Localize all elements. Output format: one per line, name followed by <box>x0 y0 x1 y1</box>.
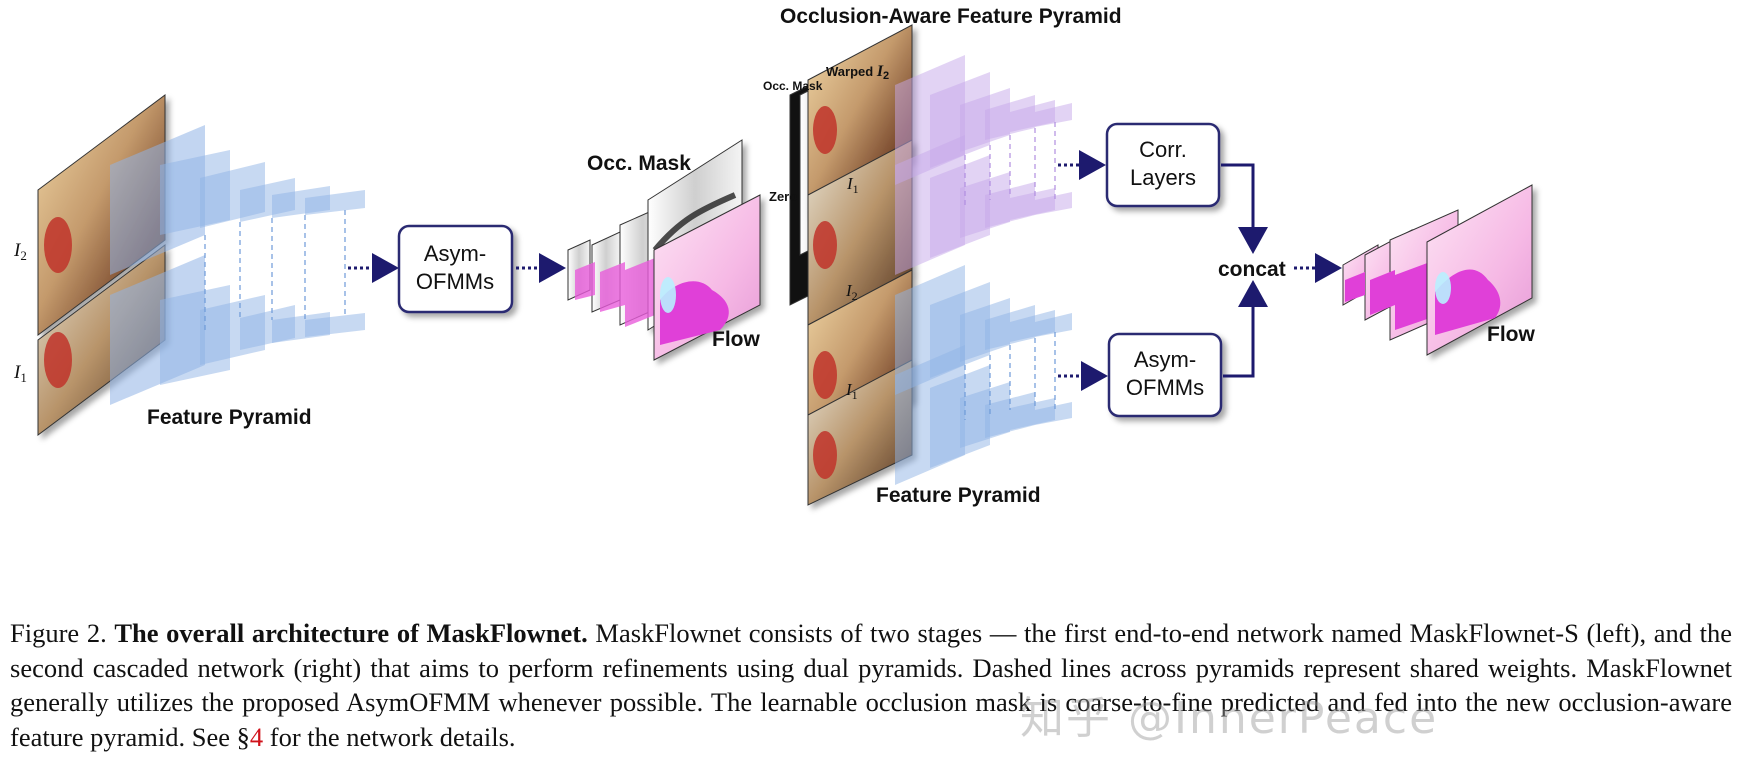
caption-prefix: Figure 2. <box>10 618 115 648</box>
right-purple-pyramid <box>895 55 1072 275</box>
right-i2-label: I2 <box>845 281 858 303</box>
left-asym-line2: OFMMs <box>416 269 494 294</box>
figure-caption: Figure 2. The overall architecture of Ma… <box>10 616 1732 754</box>
corr-line2: Layers <box>1130 165 1196 190</box>
frame-label-i2: I2 <box>13 240 27 263</box>
figure-canvas: I2 I1 Feature Pyramid Asym- OFMMs <box>13 5 1535 507</box>
left-asym-ofmms-box: Asym- OFMMs <box>397 224 514 314</box>
caption-body: MaskFlownet consists of two stages — the… <box>10 618 1732 752</box>
right-warped-label: Warped I2 <box>826 63 889 82</box>
caption-suffix: for the network details. <box>263 721 516 752</box>
right-occlusion-aware-inputs <box>789 24 913 326</box>
corr-layers-box: Corr. Layers <box>1105 122 1221 208</box>
frame-label-i1: I1 <box>13 362 27 385</box>
left-asym-line1: Asym- <box>424 241 486 266</box>
caption-title: The overall architecture of MaskFlownet. <box>114 618 588 648</box>
right-i1-label: I1 <box>846 174 859 196</box>
right-blue-shared-lines <box>964 332 1056 420</box>
right-asym-line2: OFMMs <box>1126 375 1204 400</box>
right-flow-label: Flow <box>1487 323 1535 346</box>
left-feature-pyramid <box>110 125 365 405</box>
concat-connectors <box>1221 163 1268 378</box>
corr-line1: Corr. <box>1139 137 1187 162</box>
left-flow-label: Flow <box>712 328 760 351</box>
right-blue-pyramid <box>895 265 1072 485</box>
right-zero-label: Zero <box>769 189 797 204</box>
right-pyramid-label: Feature Pyramid <box>876 484 1041 507</box>
zhihu-watermark: 知乎 @InnerPeace <box>1020 693 1439 744</box>
caption-section-ref[interactable]: 4 <box>249 721 264 752</box>
right-i1b-label: I1 <box>845 380 858 402</box>
left-pyramid-label: Feature Pyramid <box>147 406 312 429</box>
left-occ-mask-flow-stack <box>567 139 761 361</box>
right-asym-ofmms-box: Asym- OFMMs <box>1107 332 1223 418</box>
concat-label: concat <box>1218 258 1286 281</box>
right-flow-stack <box>1342 184 1533 356</box>
left-shared-weight-lines <box>204 210 346 330</box>
right-title: Occlusion-Aware Feature Pyramid <box>780 5 1122 28</box>
right-purple-shared-lines <box>964 122 1056 205</box>
architecture-figure: I2 I1 Feature Pyramid Asym- OFMMs <box>13 5 1535 507</box>
right-asym-line1: Asym- <box>1134 347 1196 372</box>
left-occ-mask-label: Occ. Mask <box>587 152 691 175</box>
right-feature-inputs <box>807 269 913 506</box>
right-occ-mask-small: Occ. Mask <box>763 79 823 93</box>
